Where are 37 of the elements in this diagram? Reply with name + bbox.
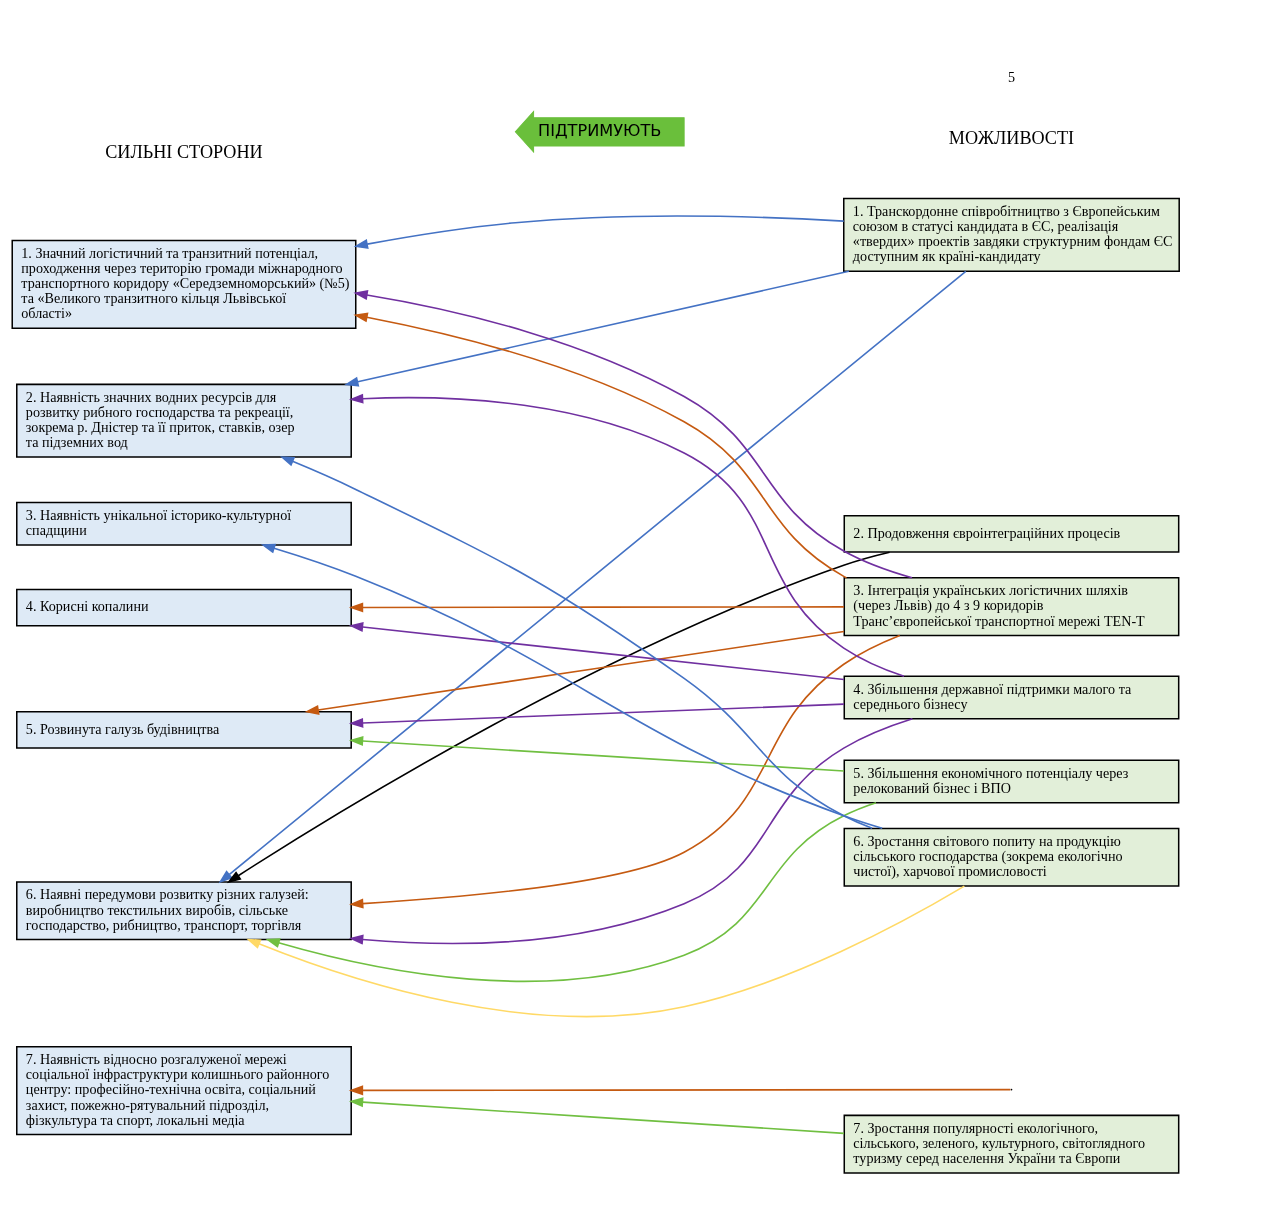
arrow <box>265 801 877 982</box>
arrow <box>348 717 914 945</box>
arrow <box>260 543 883 829</box>
node-box: 7. Зростання популярності екологічного, сільського, зеленого, культурного, світоглядного туризму серед населення України та Європи <box>843 1114 1180 1174</box>
arrow <box>353 289 913 579</box>
arrow <box>348 393 905 677</box>
node-box: 4. Збільшення державної підтримки малого та середнього бізнесу <box>843 675 1180 720</box>
arrow <box>348 1096 845 1134</box>
arrow <box>348 621 845 680</box>
label: СИЛЬНІ СТОРОНИ <box>105 141 263 162</box>
arrow <box>279 455 873 829</box>
arrow <box>348 702 845 728</box>
arrow <box>348 735 845 772</box>
arrow <box>226 550 891 883</box>
node-box: 1. Значний логістичний та транзитний потенціал, проходження через територію громади міжнародного транспортного коридору «Середземноморський» (№5) та «Великого транзитного кільця Львівської області» <box>11 239 357 329</box>
arrow <box>348 1084 1012 1095</box>
arrow <box>348 601 845 612</box>
arrow <box>304 630 845 715</box>
node-box: 7. Наявність відносно розгалуженої мережі соціальної інфраструктури колишнього районного центру: професійно-технічна освіта, соціальний захист, пожежно-рятувальний підрозділ, фізкультура та спорт, локальні медіа <box>16 1045 352 1135</box>
arrow <box>353 214 845 249</box>
node-box: 5. Збільшення економічного потенціалу через релокований бізнес і ВПО <box>843 758 1180 803</box>
label: 5 <box>1007 68 1016 85</box>
label: МОЖЛИВОСТІ <box>948 127 1075 148</box>
node-box: 6. Зростання світового попиту на продукцію сільського господарства (зокрема екологічно чистої), харчової промисловості <box>843 827 1180 887</box>
node-box: 5. Розвинута галузь будівництва <box>16 710 352 749</box>
arrow <box>246 884 966 1017</box>
node-box: 2. Наявність значних водних ресурсів для розвитку рибного господарства та рекреації, зокрема р. Дністер та її приток, ставків, озер та підземних вод <box>16 383 352 458</box>
node-box: 3. Наявність унікальної історико-культурної спадщини <box>16 501 352 546</box>
node-box: 3. Інтеграція українських логістичних шляхів (через Львів) до 4 з 9 коридорів Транс’європейської транспортної мережі TEN-T <box>843 576 1180 636</box>
arrow <box>349 634 901 909</box>
node-box: 4. Корисні копалини <box>16 588 352 627</box>
node-box: 2. Продовження євроінтеграційних процесів <box>843 514 1180 553</box>
arrow <box>344 269 850 387</box>
node-box: 1. Транскордонне співробітництво з Європейським союзом в статусі кандидата в ЄС, реалізація «твердих» проектів завдяки структурним фондам ЄС доступним як країні-кандидату <box>843 197 1180 272</box>
arrow <box>218 270 967 883</box>
arrow <box>353 312 848 579</box>
node-box: 6. Наявні передумови розвитку різних галузей: виробництво текстильних виробів, сільське господарство, рибництво, транспорт, торгівля <box>16 880 352 940</box>
